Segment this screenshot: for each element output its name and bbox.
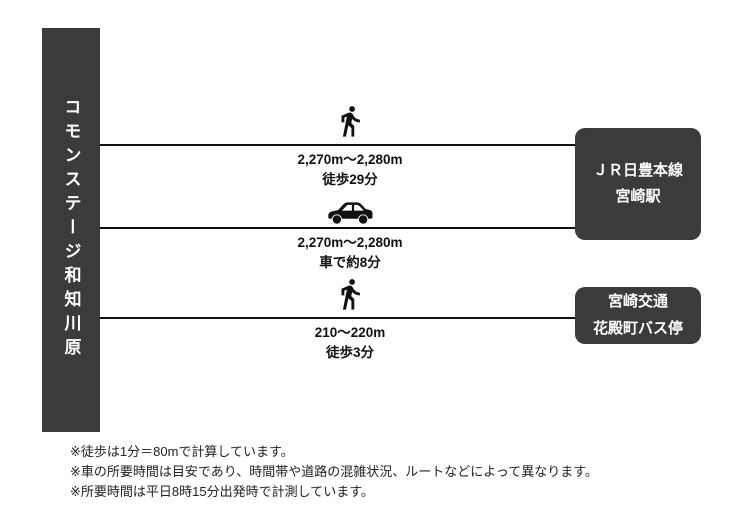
footnote: ※車の所要時間は目安であり、時間帯や道路の混雑状況、ルートなどによって異なります… bbox=[70, 463, 598, 479]
car-icon bbox=[326, 197, 374, 227]
route-line-walk-busstop bbox=[100, 317, 575, 319]
walk-icon bbox=[333, 104, 367, 138]
route-distance: 2,270m〜2,280m bbox=[297, 235, 403, 250]
route-label-car-station: 2,270m〜2,280m 車で約8分 bbox=[230, 235, 470, 271]
destination-line1: 宮崎交通 bbox=[607, 293, 668, 311]
origin-label: コモンステージ和知川原 bbox=[61, 98, 81, 362]
route-distance: 2,270m〜2,280m bbox=[297, 152, 403, 167]
destination-line2: 宮崎駅 bbox=[615, 188, 661, 205]
route-duration: 徒歩29分 bbox=[322, 172, 378, 188]
destination-box-jr-miyazaki-station: ＪＲ日豊本線 宮崎駅 bbox=[575, 128, 701, 240]
footnote: ※所要時間は平日8時15分出発時で計測しています。 bbox=[70, 483, 374, 499]
route-label-walk-station: 2,270m〜2,280m 徒歩29分 bbox=[230, 152, 470, 188]
route-label-walk-busstop: 210〜220m 徒歩3分 bbox=[230, 325, 470, 361]
origin-box: コモンステージ和知川原 bbox=[42, 28, 100, 432]
footnote: ※徒歩は1分＝80mで計算しています。 bbox=[70, 444, 294, 459]
route-duration: 徒歩3分 bbox=[325, 345, 374, 361]
destination-line2: 花殿町バス停 bbox=[592, 319, 683, 337]
route-line-car-station bbox=[100, 227, 575, 229]
route-line-walk-station bbox=[100, 144, 575, 146]
footnotes: ※徒歩は1分＝80mで計算しています。 ※車の所要時間は目安であり、時間帯や道路… bbox=[70, 443, 598, 503]
route-duration: 車で約8分 bbox=[319, 255, 381, 271]
destination-line1: ＪＲ日豊本線 bbox=[592, 161, 683, 179]
walk-icon bbox=[333, 277, 367, 311]
destination-box-hanadonomachi-bus-stop: 宮崎交通 花殿町バス停 bbox=[575, 287, 701, 344]
route-distance: 210〜220m bbox=[314, 325, 386, 340]
